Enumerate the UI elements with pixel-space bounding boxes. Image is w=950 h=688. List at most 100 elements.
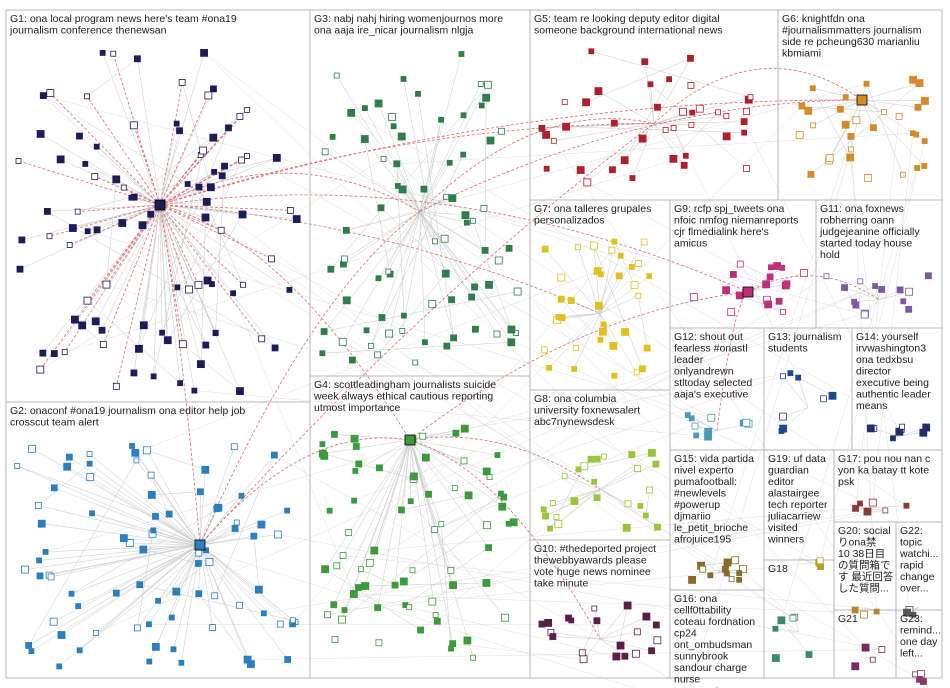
node-g13 xyxy=(787,370,794,377)
node-g3 xyxy=(480,204,488,212)
edge xyxy=(89,453,201,546)
edge xyxy=(31,448,201,546)
node-g19 xyxy=(817,563,824,571)
node-g6 xyxy=(807,171,815,178)
node-g1 xyxy=(78,321,87,330)
node-g15 xyxy=(731,556,740,565)
edge xyxy=(409,439,498,456)
node-g11 xyxy=(841,284,848,291)
node-g11 xyxy=(851,298,858,305)
edge xyxy=(81,204,161,326)
node-g4 xyxy=(410,472,418,481)
edge xyxy=(808,99,863,112)
edge xyxy=(743,121,900,432)
edge xyxy=(599,452,653,490)
node-g11 xyxy=(896,286,904,294)
node-g3 xyxy=(478,102,485,109)
node-g3 xyxy=(505,244,513,252)
node-g8 xyxy=(646,486,653,494)
node-g15 xyxy=(707,572,714,579)
edge xyxy=(599,616,647,640)
node-g14 xyxy=(890,435,896,442)
edge xyxy=(553,140,922,675)
node-g6 xyxy=(921,163,928,169)
edge xyxy=(403,78,436,242)
node-g4 xyxy=(375,639,383,647)
node-g10 xyxy=(623,601,632,610)
edge xyxy=(159,204,290,291)
node-g9 xyxy=(764,300,773,309)
node-g14 xyxy=(899,423,905,430)
node-g4 xyxy=(331,431,338,438)
node-g3 xyxy=(446,159,453,166)
edge xyxy=(558,489,601,525)
node-g2 xyxy=(238,492,245,499)
node-g7 xyxy=(546,364,553,371)
node-g1 xyxy=(210,85,217,93)
node-g4 xyxy=(341,607,348,613)
edge xyxy=(422,372,791,437)
node-g5 xyxy=(715,109,721,116)
node-g1 xyxy=(286,287,293,293)
node-g1 xyxy=(238,156,246,164)
node-g4 xyxy=(460,457,468,465)
edge xyxy=(351,112,903,427)
node-g1 xyxy=(18,236,26,244)
node-g2 xyxy=(260,610,267,617)
node-g2 xyxy=(34,501,42,509)
edge xyxy=(159,204,272,260)
node-g1 xyxy=(191,387,198,394)
node-g4 xyxy=(485,544,492,552)
node-g3 xyxy=(348,356,356,364)
edge xyxy=(136,460,201,546)
node-g6 xyxy=(881,109,887,115)
edge xyxy=(39,544,201,577)
edge xyxy=(419,196,447,212)
node-g1 xyxy=(36,365,45,374)
edge xyxy=(591,51,751,98)
node-g7 xyxy=(599,327,607,336)
node-g3 xyxy=(443,342,451,350)
node-g1 xyxy=(195,183,203,191)
node-g4 xyxy=(449,581,457,590)
node-g5 xyxy=(662,127,669,133)
node-g1 xyxy=(112,382,120,390)
node-g7 xyxy=(646,273,653,280)
node-g3 xyxy=(507,338,516,347)
node-g3 xyxy=(347,108,356,117)
node-g2 xyxy=(205,558,214,566)
node-g3 xyxy=(477,81,484,87)
edge xyxy=(409,439,436,615)
edge xyxy=(700,562,728,566)
node-g4 xyxy=(355,584,362,591)
edge xyxy=(781,167,918,621)
node-g17 xyxy=(863,507,872,516)
edge xyxy=(419,189,425,212)
node-g2 xyxy=(133,457,140,464)
node-g4 xyxy=(470,654,476,661)
node-g4 xyxy=(361,582,370,590)
node-g3 xyxy=(471,283,478,291)
inter-group-edge xyxy=(409,436,601,490)
node-g3 xyxy=(432,238,438,245)
edge xyxy=(38,463,90,506)
node-g7 xyxy=(557,295,565,303)
node-g8 xyxy=(624,500,632,508)
node-g4 xyxy=(351,497,357,504)
node-g5 xyxy=(594,87,603,95)
node-g2 xyxy=(134,624,141,632)
edge xyxy=(419,211,467,223)
node-g4 xyxy=(331,636,339,643)
edge xyxy=(599,489,629,505)
edge xyxy=(402,119,442,332)
inter-group-edge xyxy=(419,99,863,212)
edge xyxy=(855,116,900,509)
node-g1 xyxy=(244,106,251,113)
edge xyxy=(24,544,201,570)
node-g1 xyxy=(147,210,155,218)
group-boxes-layer xyxy=(5,9,943,679)
node-g2 xyxy=(178,659,185,666)
